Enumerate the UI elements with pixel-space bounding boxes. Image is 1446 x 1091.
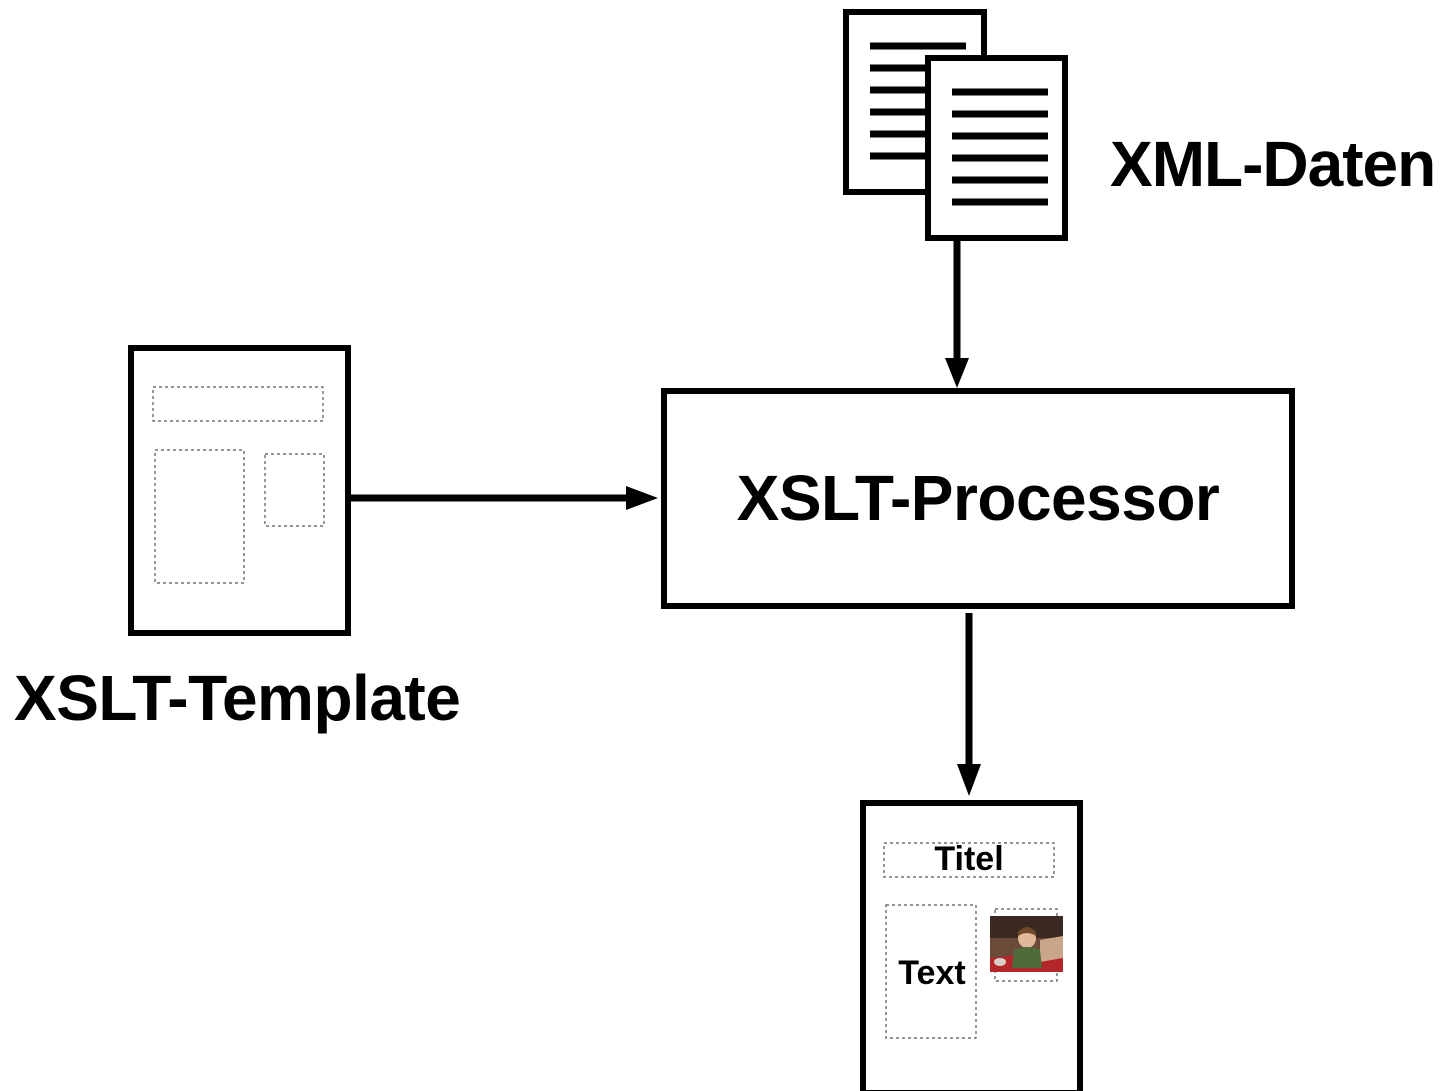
output-text-placeholder [885, 904, 977, 1039]
processor-box [661, 388, 1295, 609]
processor-label: XSLT-Processor [736, 462, 1220, 534]
photo-thumbnail [990, 916, 1063, 972]
arrow-processor-to-output [957, 613, 981, 796]
template-text-placeholder [154, 449, 245, 584]
output-title-placeholder [883, 842, 1055, 878]
template-document-icon [128, 345, 351, 636]
document-stack-icon [843, 9, 1068, 241]
arrow-template-to-processor [348, 486, 658, 510]
xml-document-front [925, 55, 1068, 241]
arrow-xml-to-processor [945, 238, 969, 388]
output-title-label: Titel [934, 840, 1004, 878]
template-label: XSLT-Template [14, 662, 461, 734]
output-text-label: Text [898, 954, 966, 992]
xml-data-label: XML-Daten [1110, 128, 1436, 200]
template-header-placeholder [152, 386, 324, 422]
